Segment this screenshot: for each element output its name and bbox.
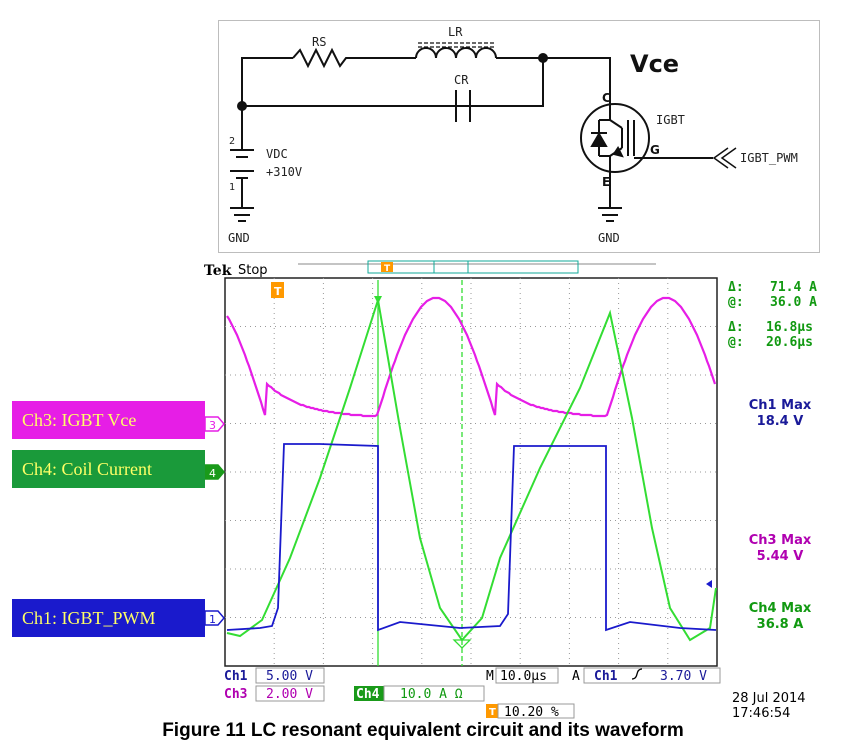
label-cr: CR <box>454 73 469 87</box>
inductor-lr <box>415 47 497 59</box>
channel-3-marker: 3 <box>204 416 225 432</box>
resistor-rs <box>292 47 416 69</box>
trigger-level-marker <box>706 580 712 588</box>
junction-dot <box>538 53 548 63</box>
label-vdc: VDC <box>266 147 288 161</box>
timebase-prefix: M <box>486 669 494 684</box>
label-gnd-right: GND <box>598 231 620 245</box>
ch1-max-label: Ch1 Max <box>749 398 812 413</box>
meas-at-symbol-2: @: <box>728 335 744 350</box>
pwm-input-arrow <box>712 147 737 169</box>
scope-date: 28 Jul 2014 <box>732 691 806 706</box>
trigger-pos-icon-label: T <box>489 707 496 718</box>
meas-at-current: 36.0 A <box>770 295 817 310</box>
label-e: E <box>602 175 610 189</box>
timebase: 10.0µs <box>500 669 547 684</box>
ch3-scale: 2.00 V <box>266 687 313 702</box>
ch1-max-value: 18.4 V <box>757 414 804 429</box>
trigger-position: 10.20 % <box>504 705 559 720</box>
label-gnd-left: GND <box>228 231 250 245</box>
ch1-scale-box <box>255 667 325 684</box>
battery-vdc <box>230 149 254 179</box>
trigger-source: Ch1 <box>594 669 618 684</box>
igbt-symbol <box>580 103 650 173</box>
ch4-scale: 10.0 A Ω <box>400 687 463 702</box>
ch1-scale: 5.00 V <box>266 669 313 684</box>
meas-delta-symbol-1: Δ: <box>728 280 744 295</box>
meas-at-time: 20.6µs <box>766 335 813 350</box>
label-lr: LR <box>448 25 463 39</box>
trigger-mode: A <box>572 669 580 684</box>
ch4-label: Ch4 <box>356 687 380 702</box>
label-vdc-value: +310V <box>266 165 302 179</box>
ch3-label: Ch3 <box>224 687 247 702</box>
label-g: G <box>650 143 660 157</box>
graticule <box>224 277 718 667</box>
ch4-label-box <box>354 686 384 701</box>
capacitor-cr <box>455 90 471 122</box>
meas-delta-time: 16.8µs <box>766 320 813 335</box>
svg-text:1: 1 <box>209 613 216 626</box>
ch1-label: Ch1 <box>224 669 248 684</box>
trigger-slope-icon <box>631 668 643 680</box>
scope-time: 17:46:54 <box>732 706 790 720</box>
trace-ch1-pwm <box>226 443 717 632</box>
oscilloscope-screen: Tek Stop T T 3 4 1 Δ: 71.4 A @: 36.0 A Δ… <box>200 258 846 720</box>
label-ch4-coil-current: Ch4: Coil Current <box>12 450 205 488</box>
meas-at-symbol-1: @: <box>728 295 744 310</box>
record-view-bar <box>367 260 579 274</box>
label-rs: RS <box>312 35 326 49</box>
meas-delta-current: 71.4 A <box>770 280 817 295</box>
junction-dot <box>237 101 247 111</box>
figure-caption: Figure 11 LC resonant equivalent circuit… <box>162 720 684 741</box>
label-igbt: IGBT <box>656 113 685 127</box>
cell-plus: 2 <box>229 136 235 147</box>
scope-state: Stop <box>238 263 268 278</box>
cell-minus: 1 <box>229 182 235 193</box>
inductor-core <box>418 42 494 48</box>
channel-4-marker: 4 <box>204 464 225 480</box>
timebase-box <box>495 667 559 684</box>
trigger-level: 3.70 V <box>660 669 707 684</box>
ch4-max-label: Ch4 Max <box>749 601 812 616</box>
trigger-t-icon <box>271 282 284 298</box>
label-ch1-igbt-pwm: Ch1: IGBT_PWM <box>12 599 205 637</box>
lc-circuit-diagram: RS LR CR VDC +310V GND GND IGBT IGBT_PWM… <box>218 20 820 253</box>
svg-text:4: 4 <box>209 467 216 480</box>
trigger-box <box>583 667 721 684</box>
ch3-max-label: Ch3 Max <box>749 533 812 548</box>
ground-symbol <box>230 207 254 222</box>
meas-delta-symbol-2: Δ: <box>728 320 744 335</box>
ground-symbol <box>598 207 622 222</box>
ch3-max-value: 5.44 V <box>757 549 804 564</box>
trigger-position-marker-label: T <box>384 264 391 274</box>
label-ch3-igbt-vce: Ch3: IGBT Vce <box>12 401 205 439</box>
label-igbt-pwm: IGBT_PWM <box>740 151 798 165</box>
ch4-max-value: 36.8 A <box>757 617 804 632</box>
trigger-pos-icon <box>486 704 498 718</box>
trigger-t-label: T <box>274 285 282 298</box>
trigger-pos-box <box>497 703 575 719</box>
trigger-position-marker <box>381 262 393 272</box>
trace-ch4-coil-current <box>226 299 717 642</box>
scope-brand: Tek <box>204 263 232 279</box>
ch4-scale-box <box>383 685 485 702</box>
trace-ch3-vce <box>226 296 717 418</box>
channel-1-marker: 1 <box>204 610 225 626</box>
svg-text:3: 3 <box>209 419 216 432</box>
ch3-scale-box <box>255 685 325 702</box>
label-c: C <box>602 91 611 105</box>
label-vce: Vce <box>630 50 679 78</box>
